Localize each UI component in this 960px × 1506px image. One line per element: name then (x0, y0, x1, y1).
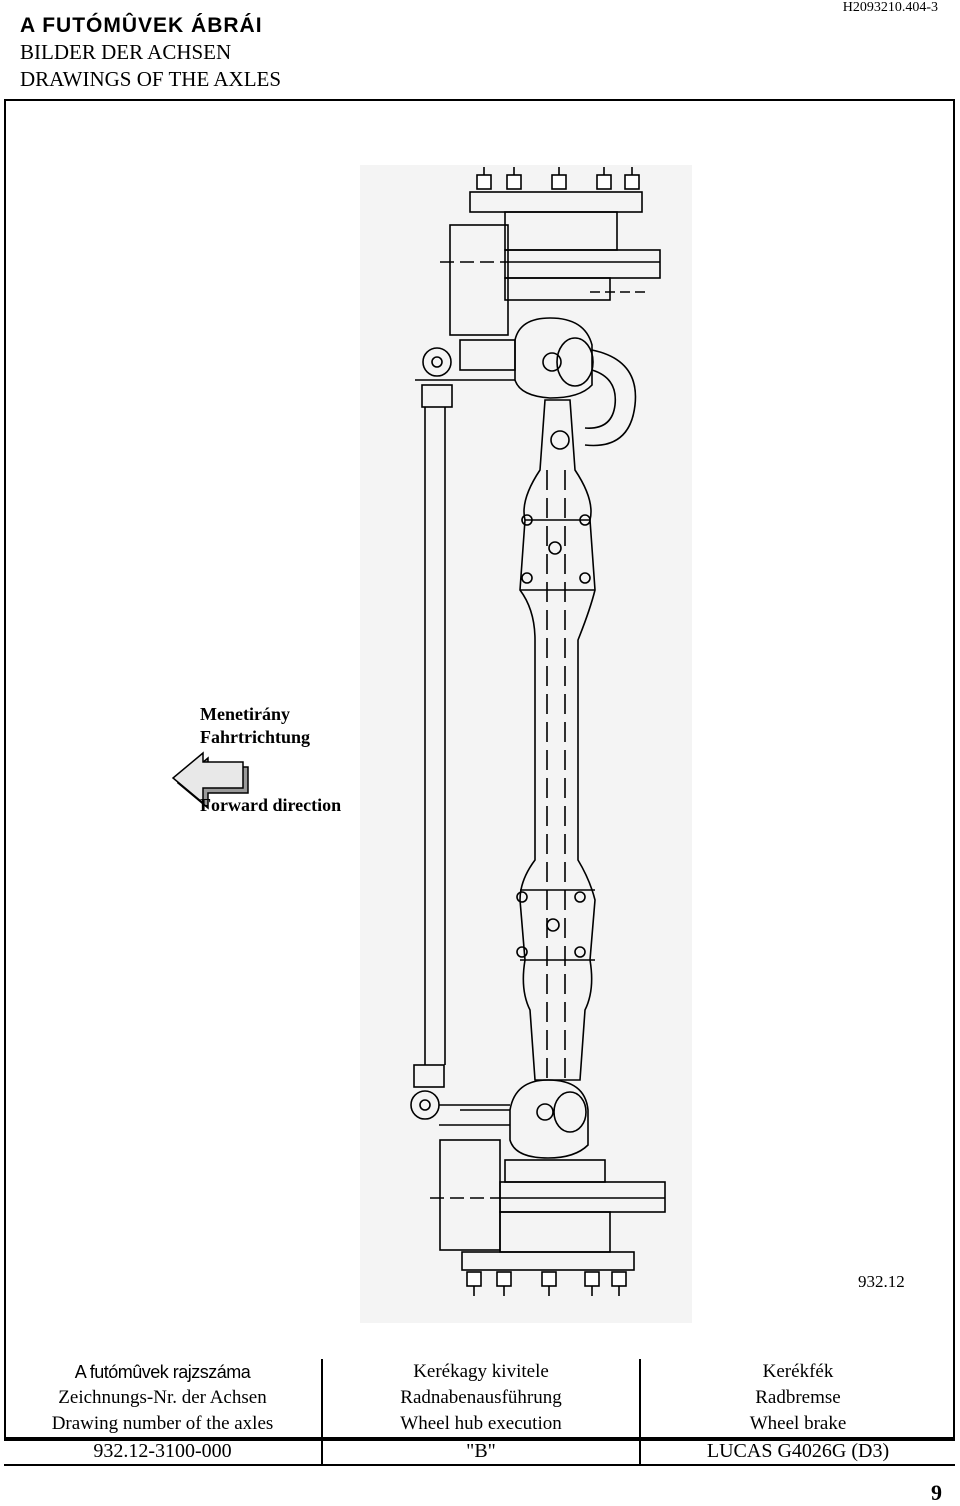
drawing-reference-number: 932.12 (858, 1272, 905, 1291)
title-german: BILDER DER ACHSEN (20, 40, 232, 64)
table-row: 932.12-3100-000 "B" LUCAS G4026G (D3) (4, 1437, 955, 1466)
col-wheel-brake-hu: Kerékfék (762, 1361, 834, 1382)
col-wheel-brake-en: Wheel brake (749, 1413, 847, 1434)
col-wheel-hub-de: Radnabenausführung (322, 1385, 641, 1411)
direction-label-english: Forward direction (200, 795, 342, 815)
col-drawing-number-de: Zeichnungs-Nr. der Achsen (4, 1385, 323, 1411)
top-knuckle (415, 317, 637, 450)
col-drawing-number-en: Drawing number of the axles (4, 1411, 323, 1438)
tie-rod (410, 347, 510, 1126)
wheel-brake-value: LUCAS G4026G (D3) (640, 1437, 955, 1466)
page-number: 9 (931, 1480, 942, 1505)
col-drawing-number-hu: A futómûvek rajzszáma (4, 1359, 323, 1385)
col-wheel-brake-de: Radbremse (755, 1387, 841, 1408)
bottom-wheel-hub (430, 1139, 666, 1271)
table-header-row-en: Drawing number of the axles Wheel hub ex… (4, 1411, 955, 1438)
axle-beam (516, 399, 596, 1081)
direction-label-hungarian: Menetirány (200, 704, 290, 724)
top-hub-bolts (476, 167, 640, 190)
left-arrow-icon (171, 751, 249, 810)
direction-label-german: Fahrtrichtung (200, 727, 310, 747)
top-wheel-hub (440, 191, 661, 336)
table-header-row-hu: A futómûvek rajzszáma Kerékagy kivitele … (4, 1359, 955, 1385)
wheel-hub-value: "B" (322, 1437, 641, 1466)
bottom-knuckle (460, 1079, 589, 1159)
table-header-row-de: Zeichnungs-Nr. der Achsen Radnabenausfüh… (4, 1385, 955, 1411)
drawing-scan-area (360, 165, 692, 1323)
title-english: DRAWINGS OF THE AXLES (20, 67, 282, 91)
axle-info-table: A futómûvek rajzszáma Kerékagy kivitele … (4, 1359, 955, 1466)
title-hungarian: A FUTÓMÛVEK ÁBRÁI (20, 14, 263, 37)
col-wheel-hub-hu: Kerékagy kivitele (322, 1359, 641, 1385)
document-code: H2093210.404-3 (842, 0, 938, 15)
bottom-hub-bolts (466, 1271, 627, 1296)
drawing-number-value: 932.12-3100-000 (4, 1437, 323, 1466)
col-wheel-hub-en: Wheel hub execution (322, 1411, 641, 1438)
header-titles: A FUTÓMÛVEK ÁBRÁI BILDER DER ACHSEN DRAW… (20, 12, 281, 93)
